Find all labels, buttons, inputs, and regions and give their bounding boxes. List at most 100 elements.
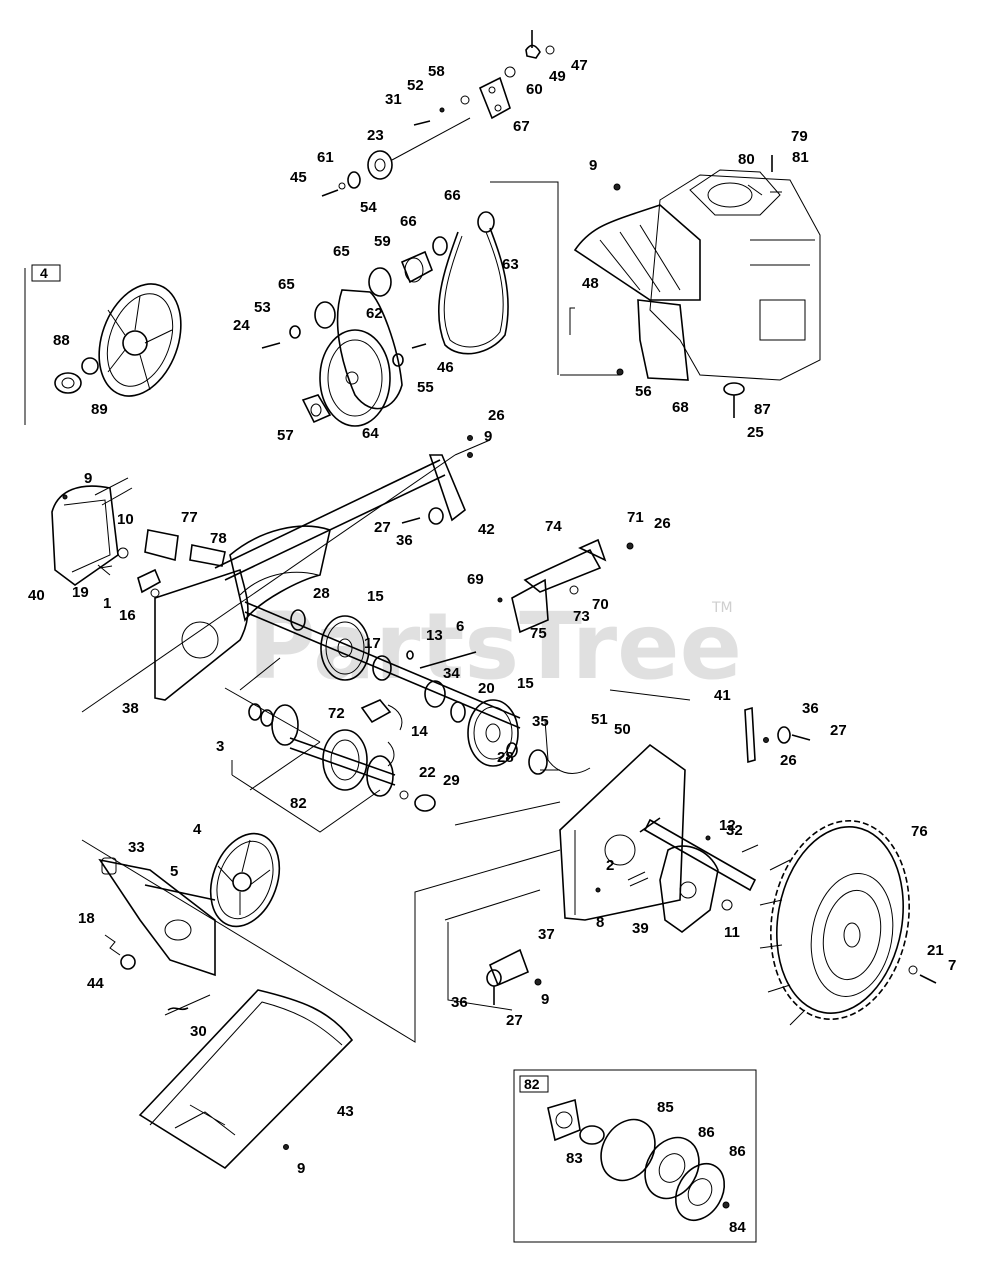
callout-62: 62 xyxy=(366,305,383,322)
callout-12: 12 xyxy=(719,817,736,834)
callout-78: 78 xyxy=(210,530,227,547)
callout-23: 23 xyxy=(367,127,384,144)
callout-48: 48 xyxy=(582,275,599,292)
callout-85: 85 xyxy=(657,1099,674,1116)
callout-36: 36 xyxy=(802,700,819,717)
idler-bracket xyxy=(486,948,542,1005)
callout-11: 11 xyxy=(724,924,740,941)
callout-66: 66 xyxy=(400,213,417,230)
callout-56: 56 xyxy=(635,383,652,400)
callout-70: 70 xyxy=(592,596,609,613)
callout-13: 13 xyxy=(426,627,443,644)
callout-84: 84 xyxy=(729,1219,746,1236)
callout-25: 25 xyxy=(747,424,764,441)
callout-36: 36 xyxy=(451,994,468,1011)
differential-assembly xyxy=(248,703,436,812)
callout-40: 40 xyxy=(28,587,45,604)
callout-75: 75 xyxy=(530,625,547,642)
callout-55: 55 xyxy=(417,379,434,396)
callout-54: 54 xyxy=(360,199,377,216)
leader-lines xyxy=(24,181,691,1043)
callout-3: 3 xyxy=(216,738,224,755)
callout-27: 27 xyxy=(506,1012,523,1029)
callout-81: 81 xyxy=(792,149,809,166)
callout-42: 42 xyxy=(478,521,495,538)
callout-21: 21 xyxy=(927,942,944,959)
callout-22: 22 xyxy=(419,764,436,781)
callout-9: 9 xyxy=(541,991,549,1008)
inset-box-4: 4 xyxy=(31,264,182,397)
callout-14: 14 xyxy=(411,723,428,740)
callout-9: 9 xyxy=(84,470,92,487)
callout-89: 89 xyxy=(91,401,108,418)
callout-49: 49 xyxy=(549,68,566,85)
callout-6: 6 xyxy=(456,618,464,635)
idler-assembly xyxy=(321,30,555,197)
callout-20: 20 xyxy=(478,680,495,697)
callout-68: 68 xyxy=(672,399,689,416)
callout-9: 9 xyxy=(589,157,597,174)
callout-36: 36 xyxy=(396,532,413,549)
callout-86: 86 xyxy=(729,1143,746,1160)
callout-19: 19 xyxy=(72,584,89,601)
callout-24: 24 xyxy=(233,317,250,334)
callout-43: 43 xyxy=(337,1103,354,1120)
callout-80: 80 xyxy=(738,151,755,168)
callout-28: 28 xyxy=(497,749,514,766)
callout-35: 35 xyxy=(532,713,549,730)
callout-50: 50 xyxy=(614,721,631,738)
callout-46: 46 xyxy=(437,359,454,376)
callout-labels: 4749586052316723614554666659636565532462… xyxy=(28,57,956,1236)
callout-74: 74 xyxy=(545,518,562,535)
callout-15: 15 xyxy=(367,588,384,605)
callout-53: 53 xyxy=(254,299,271,316)
callout-2: 2 xyxy=(606,857,614,874)
svg-text:4: 4 xyxy=(40,265,48,281)
callout-73: 73 xyxy=(573,608,590,625)
callout-7: 7 xyxy=(948,957,956,974)
callout-29: 29 xyxy=(443,772,460,789)
callout-26: 26 xyxy=(488,407,505,424)
callout-10: 10 xyxy=(117,511,134,528)
callout-64: 64 xyxy=(362,425,379,442)
callout-15: 15 xyxy=(517,675,534,692)
callout-37: 37 xyxy=(538,926,555,943)
callout-41: 41 xyxy=(714,687,731,704)
callout-82: 82 xyxy=(290,795,307,812)
callout-87: 87 xyxy=(754,401,771,418)
callout-9: 9 xyxy=(297,1160,305,1177)
callout-71: 71 xyxy=(627,509,644,526)
callout-17: 17 xyxy=(364,635,381,652)
callout-26: 26 xyxy=(654,515,671,532)
svg-text:82: 82 xyxy=(524,1076,540,1092)
callout-88: 88 xyxy=(53,332,70,349)
callout-16: 16 xyxy=(119,607,136,624)
callout-9: 9 xyxy=(484,428,492,445)
callout-47: 47 xyxy=(571,57,588,74)
callout-45: 45 xyxy=(290,169,307,186)
callout-61: 61 xyxy=(317,149,334,166)
callout-76: 76 xyxy=(911,823,928,840)
inset-box-82: 82 xyxy=(513,1069,757,1243)
pulley-belt-assembly xyxy=(261,211,509,427)
auger-housing-frame xyxy=(51,435,473,701)
callout-67: 67 xyxy=(513,118,530,135)
callout-59: 59 xyxy=(374,233,391,250)
callout-5: 5 xyxy=(170,863,178,880)
callout-72: 72 xyxy=(328,705,345,722)
callout-65: 65 xyxy=(333,243,350,260)
callout-69: 69 xyxy=(467,571,484,588)
callout-52: 52 xyxy=(407,77,424,94)
callout-51: 51 xyxy=(591,711,608,728)
watermark: PartsTree xyxy=(248,593,742,700)
callout-63: 63 xyxy=(502,256,519,273)
transmission-frame xyxy=(497,538,811,933)
callout-27: 27 xyxy=(830,722,847,739)
callout-44: 44 xyxy=(87,975,104,992)
callout-30: 30 xyxy=(190,1023,207,1040)
callout-31: 31 xyxy=(385,91,402,108)
callout-83: 83 xyxy=(566,1150,583,1167)
callout-65: 65 xyxy=(278,276,295,293)
bottom-plate xyxy=(138,989,354,1170)
